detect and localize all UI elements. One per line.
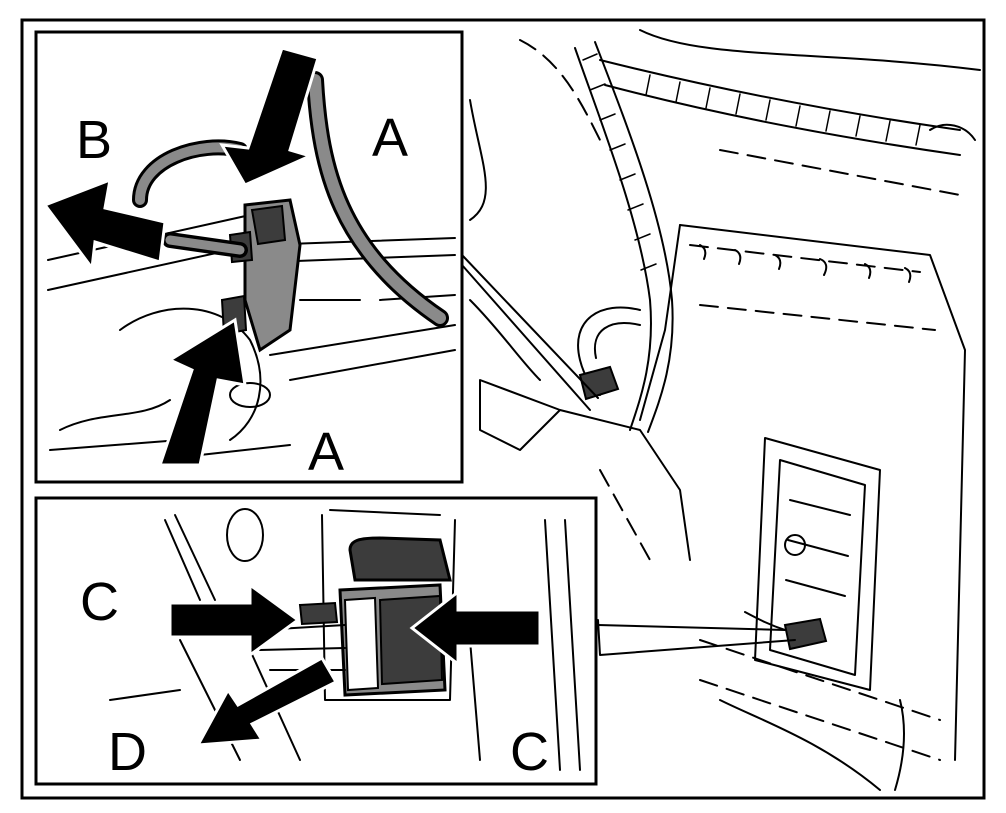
arrow-right-icon: [168, 582, 301, 658]
label-b: B: [76, 110, 112, 170]
label-c-right: C: [510, 722, 549, 782]
label-d: D: [108, 722, 147, 782]
label-c-left: C: [80, 572, 119, 632]
detail-inset-bottom: C C D: [34, 496, 598, 786]
detail-inset-top: B A A: [34, 30, 464, 484]
arrow-diagonal-icon: [195, 655, 339, 747]
label-a-top: A: [372, 108, 408, 168]
arrow-left-icon: [409, 588, 542, 668]
label-a-bottom: A: [308, 422, 344, 482]
arrow-left-icon: [42, 177, 167, 272]
main-scene: [461, 29, 981, 791]
arrow-down-icon: [219, 46, 320, 187]
arrow-up-icon: [157, 317, 247, 467]
